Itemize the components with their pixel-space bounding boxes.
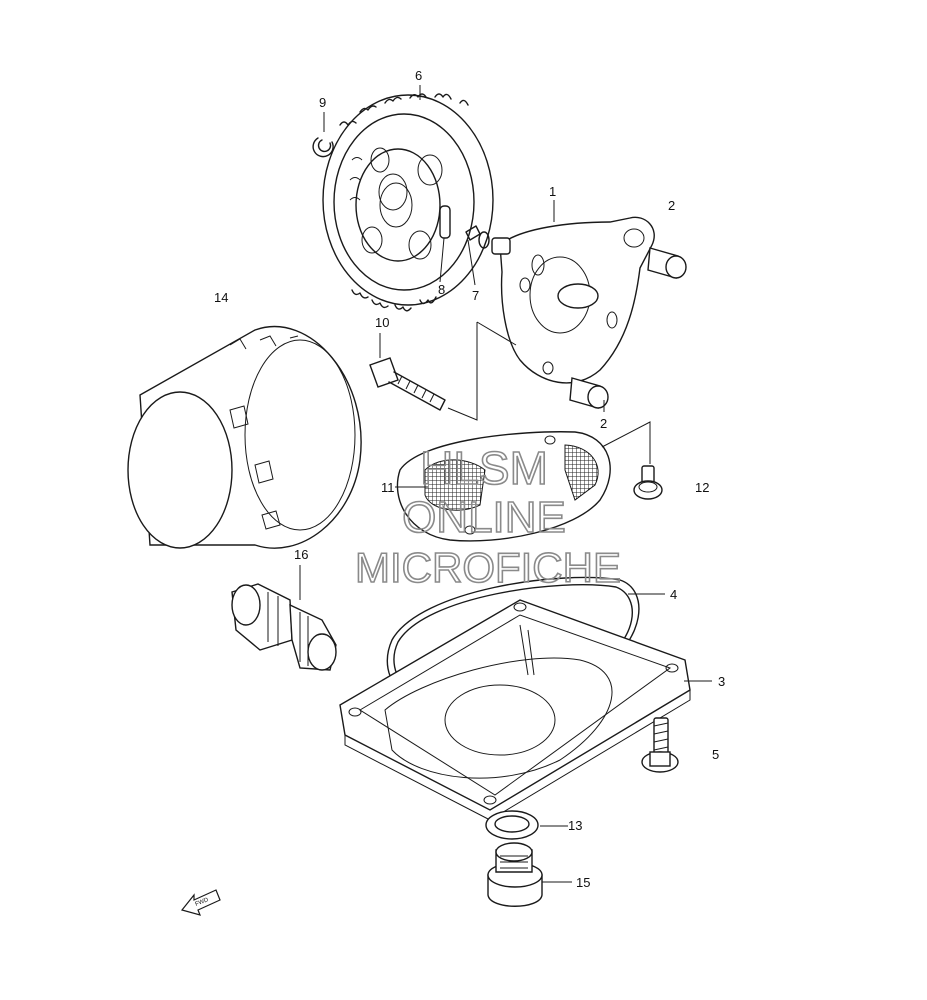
- bolt-short: [633, 465, 663, 500]
- callout-6: 9: [319, 95, 326, 110]
- callout-1: 1: [549, 184, 556, 199]
- callout-3: 6: [415, 68, 422, 83]
- pin: [439, 205, 451, 239]
- callout-14: 13: [568, 818, 582, 833]
- watermark-line-2: ONLINE: [402, 493, 566, 542]
- oil-pan: [339, 599, 691, 821]
- flange-bolt: [641, 717, 679, 773]
- dowel-pin-upper: [647, 247, 687, 279]
- oil-pressure-switch: [231, 583, 337, 671]
- oil-pump-assy: [491, 216, 655, 384]
- watermark-line-1: HLSM: [420, 442, 548, 494]
- watermark-line-3: MICROFICHE: [355, 544, 621, 591]
- callout-11: 4: [670, 587, 677, 602]
- callout-labels: 6 9 1 2 8 7 14 10 2 11 12 16 4 3 5 13 15: [214, 68, 725, 890]
- callout-7: 10: [375, 315, 389, 330]
- oil-filter: [127, 325, 362, 549]
- washer-clip: [465, 225, 490, 249]
- callout-5: 8: [438, 282, 445, 297]
- drain-plug: [487, 842, 543, 907]
- circlip: [312, 137, 334, 158]
- callout-15: 14: [214, 290, 228, 305]
- callout-10: 3: [718, 674, 725, 689]
- dowel-pin-lower: [569, 377, 609, 409]
- bolt-long: [369, 357, 446, 411]
- callout-8: 11: [381, 480, 395, 495]
- leader-lines: [299, 85, 712, 883]
- callout-12: 5: [712, 747, 719, 762]
- callout-2-upper: 2: [668, 198, 675, 213]
- watermark: HLSM ONLINE MICROFICHE: [354, 441, 622, 592]
- fwd-label: FWD: [195, 897, 211, 908]
- callout-9: 12: [695, 480, 709, 495]
- drain-plug-gasket: [485, 810, 539, 840]
- oil-pump-driven-gear: [322, 93, 494, 312]
- oil-strainer: [396, 431, 611, 542]
- callout-4: 7: [472, 288, 479, 303]
- callout-2-lower: 2: [600, 416, 607, 431]
- callout-16: 16: [294, 547, 308, 562]
- forward-direction-arrow: FWD: [180, 889, 221, 916]
- callout-13: 15: [576, 875, 590, 890]
